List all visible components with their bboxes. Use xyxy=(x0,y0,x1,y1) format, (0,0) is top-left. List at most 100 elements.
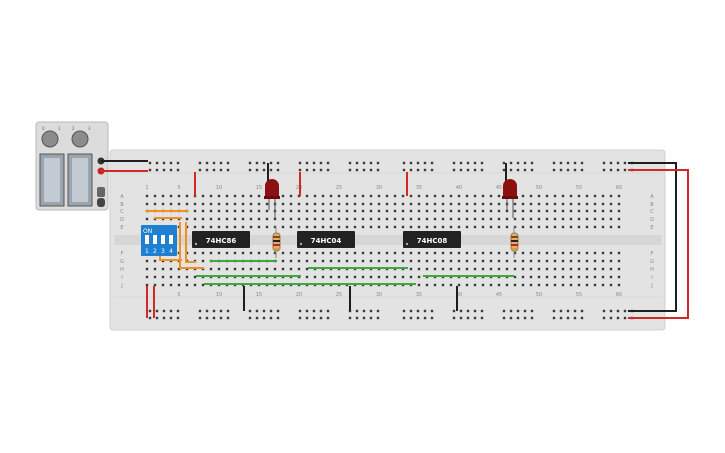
rail-hole[interactable] xyxy=(516,316,520,320)
breadboard-hole[interactable] xyxy=(409,209,413,213)
breadboard-hole[interactable] xyxy=(185,194,189,198)
breadboard-hole[interactable] xyxy=(433,225,437,229)
breadboard-hole[interactable] xyxy=(521,225,525,229)
rail-hole[interactable] xyxy=(205,161,209,165)
breadboard-hole[interactable] xyxy=(233,202,237,206)
breadboard-hole[interactable] xyxy=(321,275,325,279)
breadboard-hole[interactable] xyxy=(169,202,173,206)
breadboard-hole[interactable] xyxy=(369,275,373,279)
breadboard-hole[interactable] xyxy=(577,283,581,287)
breadboard-hole[interactable] xyxy=(297,251,301,255)
breadboard-hole[interactable] xyxy=(313,275,317,279)
breadboard-hole[interactable] xyxy=(249,202,253,206)
rail-hole[interactable] xyxy=(452,168,456,172)
breadboard-hole[interactable] xyxy=(377,202,381,206)
rail-hole[interactable] xyxy=(473,161,477,165)
breadboard-hole[interactable] xyxy=(281,202,285,206)
rail-hole[interactable] xyxy=(169,316,173,320)
rail-hole[interactable] xyxy=(169,309,173,313)
breadboard-hole[interactable] xyxy=(505,225,509,229)
rail-hole[interactable] xyxy=(409,161,413,165)
breadboard-hole[interactable] xyxy=(193,275,197,279)
breadboard-hole[interactable] xyxy=(497,209,501,213)
rail-hole[interactable] xyxy=(248,316,252,320)
breadboard-hole[interactable] xyxy=(441,251,445,255)
breadboard-hole[interactable] xyxy=(353,217,357,221)
breadboard-hole[interactable] xyxy=(305,217,309,221)
rail-hole[interactable] xyxy=(423,161,427,165)
breadboard-hole[interactable] xyxy=(225,251,229,255)
breadboard-hole[interactable] xyxy=(265,267,269,271)
breadboard-hole[interactable] xyxy=(177,194,181,198)
breadboard-hole[interactable] xyxy=(617,225,621,229)
rail-hole[interactable] xyxy=(312,316,316,320)
breadboard-hole[interactable] xyxy=(369,217,373,221)
breadboard-hole[interactable] xyxy=(369,251,373,255)
breadboard-hole[interactable] xyxy=(249,225,253,229)
breadboard-hole[interactable] xyxy=(609,251,613,255)
breadboard-hole[interactable] xyxy=(521,194,525,198)
rail-hole[interactable] xyxy=(502,316,506,320)
rail-hole[interactable] xyxy=(509,161,513,165)
breadboard-hole[interactable] xyxy=(249,267,253,271)
rail-hole[interactable] xyxy=(212,316,216,320)
breadboard-hole[interactable] xyxy=(329,225,333,229)
breadboard-hole[interactable] xyxy=(401,202,405,206)
rail-hole[interactable] xyxy=(459,316,463,320)
breadboard-hole[interactable] xyxy=(609,209,613,213)
rail-hole[interactable] xyxy=(616,309,620,313)
breadboard-hole[interactable] xyxy=(321,202,325,206)
chip-74hc08[interactable]: 74HC08 xyxy=(403,231,461,248)
breadboard-hole[interactable] xyxy=(505,267,509,271)
breadboard-hole[interactable] xyxy=(441,202,445,206)
breadboard-hole[interactable] xyxy=(417,202,421,206)
rail-hole[interactable] xyxy=(248,168,252,172)
breadboard-hole[interactable] xyxy=(433,259,437,263)
chip-74hc86[interactable]: 74HC86 xyxy=(192,231,250,248)
rail-hole[interactable] xyxy=(552,161,556,165)
breadboard-hole[interactable] xyxy=(497,194,501,198)
rail-hole[interactable] xyxy=(459,168,463,172)
dip-toggle-1[interactable] xyxy=(145,235,149,244)
breadboard-hole[interactable] xyxy=(529,267,533,271)
breadboard-hole[interactable] xyxy=(337,251,341,255)
breadboard-hole[interactable] xyxy=(153,275,157,279)
breadboard-hole[interactable] xyxy=(529,283,533,287)
breadboard-hole[interactable] xyxy=(505,259,509,263)
breadboard-hole[interactable] xyxy=(353,194,357,198)
rail-hole[interactable] xyxy=(509,309,513,313)
breadboard-hole[interactable] xyxy=(289,267,293,271)
breadboard-hole[interactable] xyxy=(617,283,621,287)
rail-hole[interactable] xyxy=(509,316,513,320)
breadboard-hole[interactable] xyxy=(593,259,597,263)
rail-hole[interactable] xyxy=(609,168,613,172)
breadboard-hole[interactable] xyxy=(521,217,525,221)
breadboard-hole[interactable] xyxy=(513,209,517,213)
breadboard-hole[interactable] xyxy=(449,259,453,263)
rail-hole[interactable] xyxy=(148,309,152,313)
breadboard-hole[interactable] xyxy=(193,209,197,213)
breadboard-hole[interactable] xyxy=(489,209,493,213)
breadboard-hole[interactable] xyxy=(361,275,365,279)
rail-hole[interactable] xyxy=(509,168,513,172)
rail-hole[interactable] xyxy=(516,309,520,313)
breadboard-hole[interactable] xyxy=(161,202,165,206)
breadboard-hole[interactable] xyxy=(233,225,237,229)
rail-hole[interactable] xyxy=(416,309,420,313)
breadboard-hole[interactable] xyxy=(345,209,349,213)
breadboard-hole[interactable] xyxy=(377,194,381,198)
breadboard-hole[interactable] xyxy=(233,194,237,198)
breadboard-hole[interactable] xyxy=(329,275,333,279)
breadboard-hole[interactable] xyxy=(289,259,293,263)
breadboard-hole[interactable] xyxy=(537,209,541,213)
breadboard-hole[interactable] xyxy=(401,259,405,263)
breadboard-hole[interactable] xyxy=(305,275,309,279)
breadboard-hole[interactable] xyxy=(457,283,461,287)
breadboard-hole[interactable] xyxy=(161,194,165,198)
breadboard-hole[interactable] xyxy=(313,259,317,263)
breadboard-hole[interactable] xyxy=(537,202,541,206)
breadboard-hole[interactable] xyxy=(465,267,469,271)
breadboard-hole[interactable] xyxy=(321,251,325,255)
breadboard-hole[interactable] xyxy=(561,259,565,263)
rail-hole[interactable] xyxy=(169,161,173,165)
